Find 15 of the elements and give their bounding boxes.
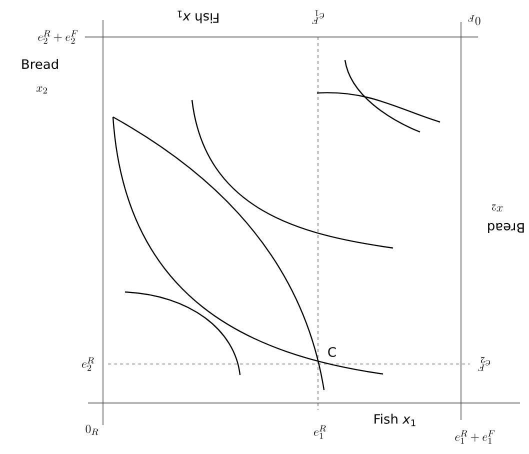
axis-label: $x_2$: [36, 86, 47, 94]
axis-label: Bread: [488, 222, 524, 234]
point-label: C: [328, 347, 336, 357]
axis-label: Fish x$_{1}$: [374, 414, 416, 426]
axis-label: Bread: [22, 58, 58, 70]
axis-total-label: $e_2^R + e_2^F$: [38, 30, 78, 44]
axis-label: Fish x$_{1}$: [178, 10, 218, 24]
endowment-label: $e_2^R$: [82, 357, 94, 371]
axis-label: $x_2$: [492, 204, 503, 212]
origin-label: $0_R$: [86, 424, 98, 436]
endowment-label: $e_1^F$: [312, 10, 324, 24]
endowment-label: $e_2^F$: [478, 357, 490, 371]
endowment-label: $e_1^R$: [314, 425, 326, 439]
origin-label: $0_F$: [468, 15, 480, 26]
axis-total-label: $e_1^R + e_1^F$: [455, 430, 495, 444]
